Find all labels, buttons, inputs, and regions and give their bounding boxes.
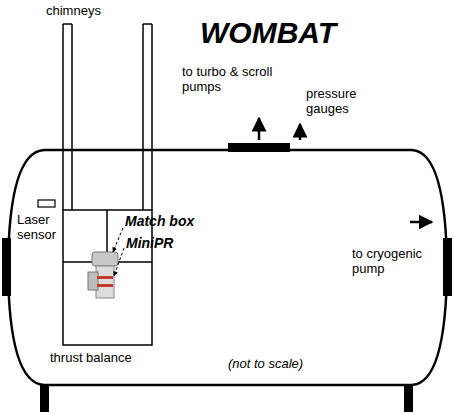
part-label: MiniPR: [126, 236, 196, 251]
chimney-label: chimneys: [46, 3, 156, 18]
vacuum-chamber: [8, 150, 447, 385]
pump-label: to turbo & scroll pumps: [182, 64, 290, 94]
chamber-leg: [40, 383, 49, 412]
flow-arrow: [259, 118, 432, 222]
thrust-balance-frame: [63, 210, 152, 345]
note: (not to scale): [228, 356, 338, 371]
balance-label: thrust balance: [50, 350, 160, 365]
gauge-label: pressure gauges: [306, 86, 374, 116]
pump-port: [228, 143, 290, 152]
left-flange: [2, 238, 11, 296]
right-flange: [443, 238, 452, 296]
laser-sensor: [38, 200, 55, 207]
chamber-leg: [404, 383, 413, 412]
minipr-thruster: [88, 252, 118, 298]
part-label: Match box: [125, 214, 205, 229]
chamber-title: WOMBAT: [200, 16, 336, 50]
leader-line: [113, 228, 124, 276]
chimney: [63, 24, 152, 210]
pump-label: to cryogenic pump: [352, 246, 440, 276]
sensor-label: Laser sensor: [17, 212, 61, 242]
